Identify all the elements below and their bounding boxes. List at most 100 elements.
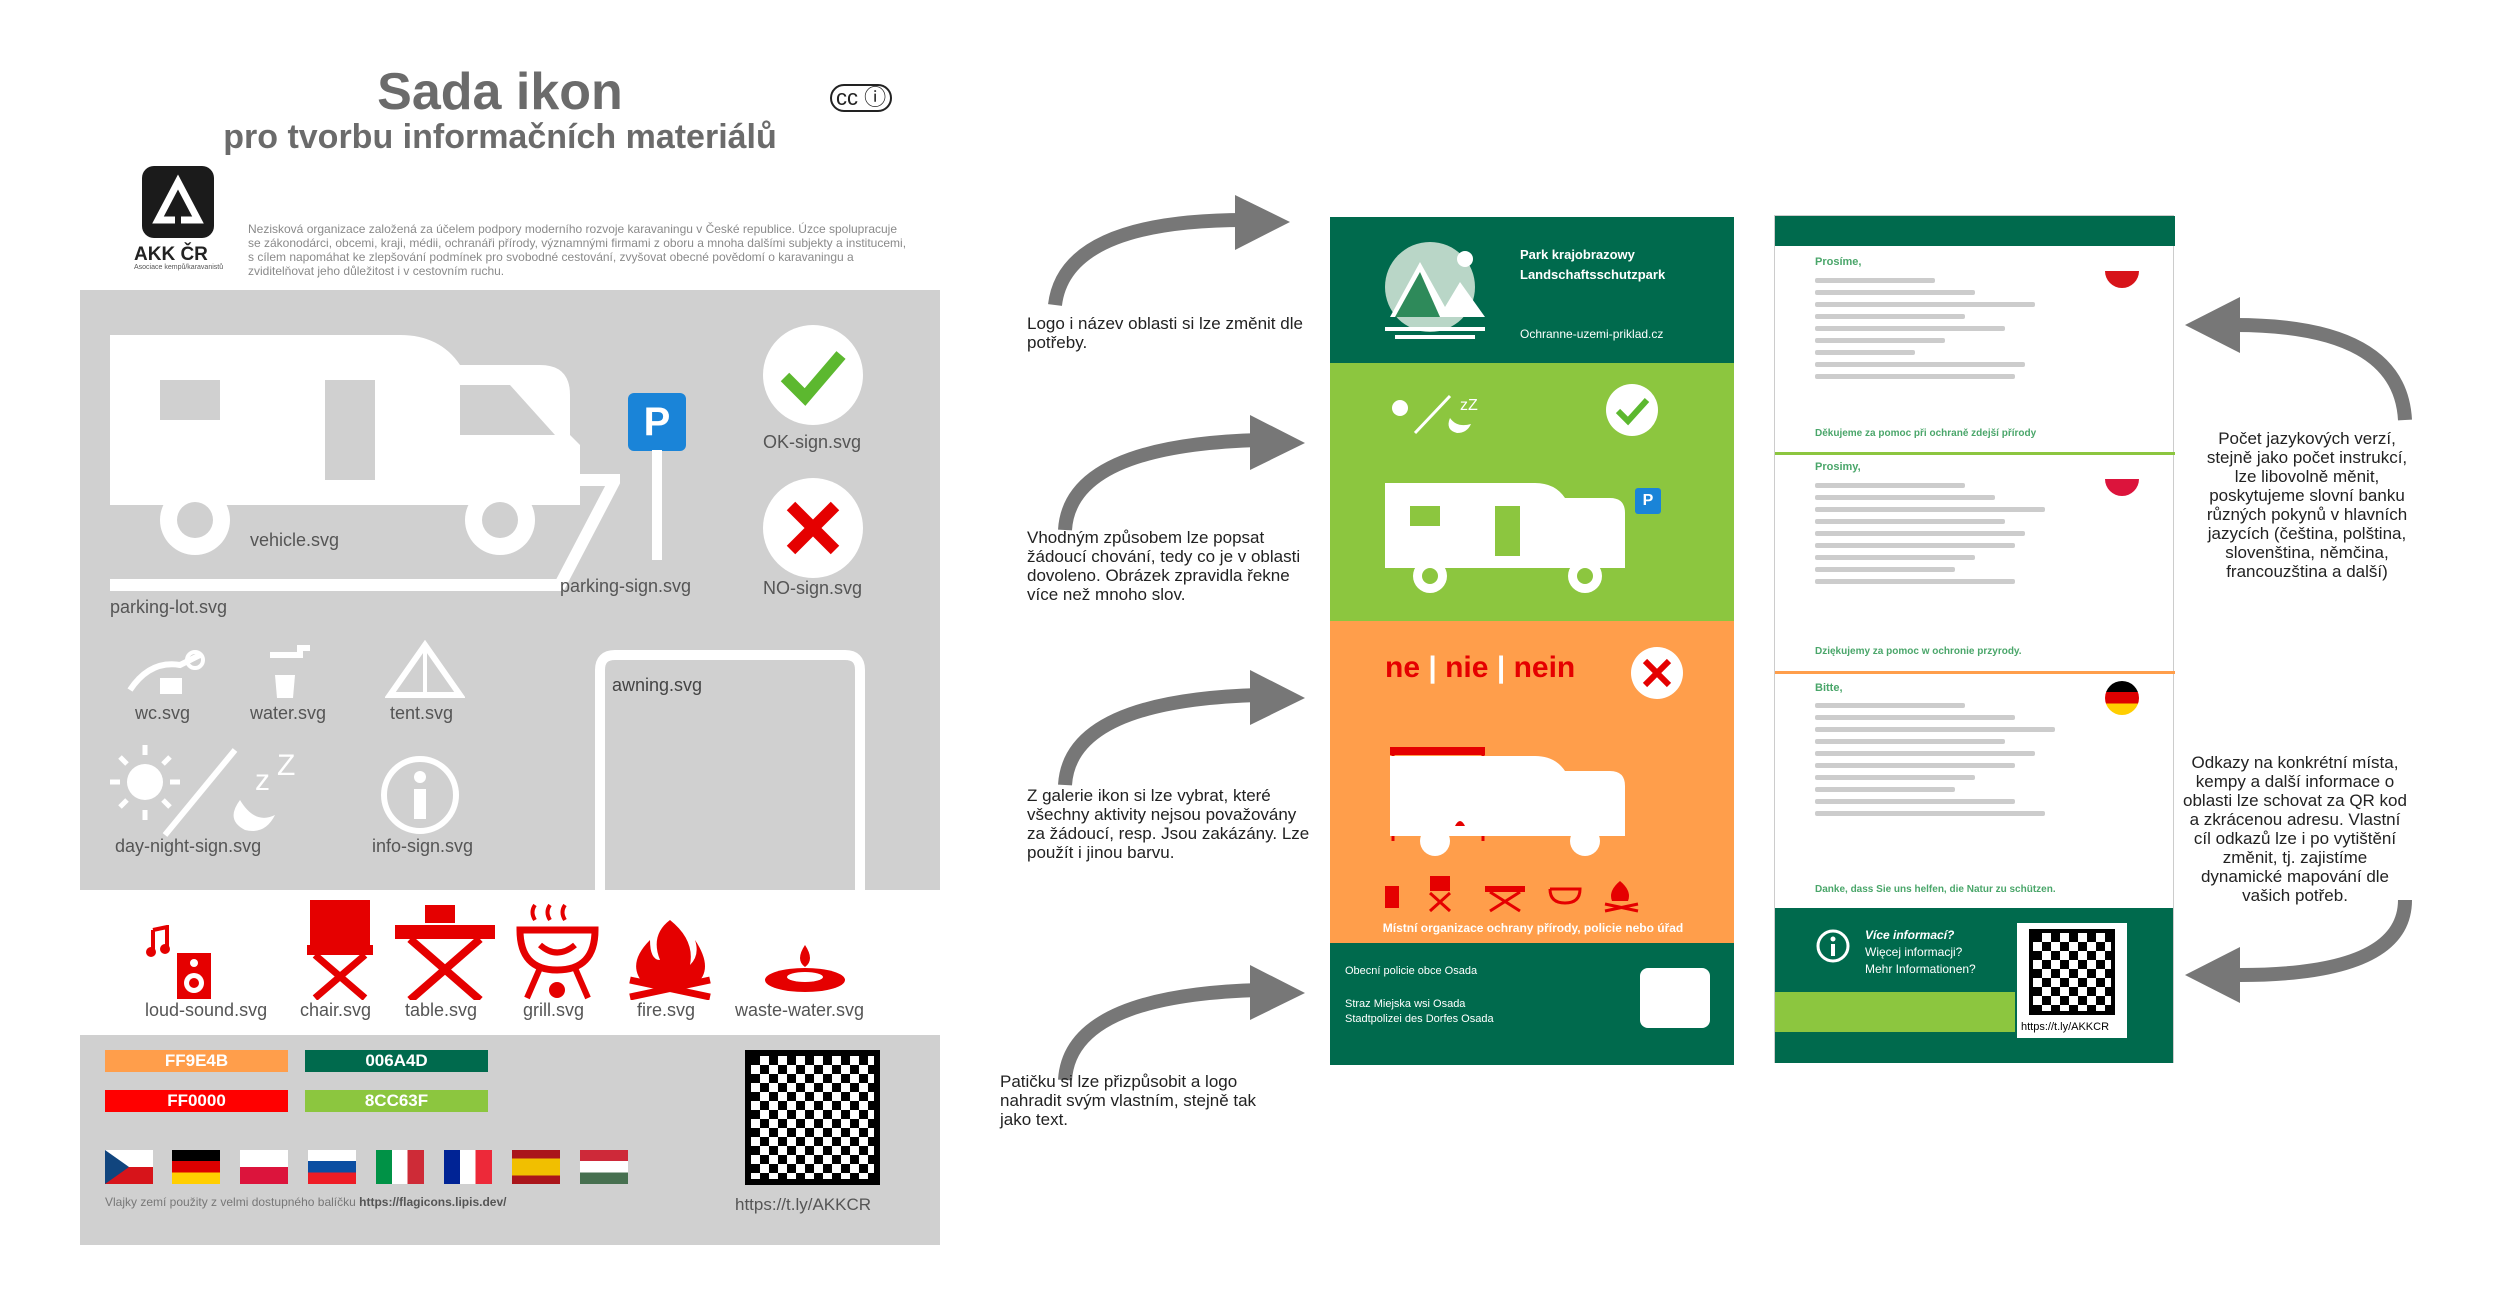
flag-hu	[580, 1150, 628, 1184]
wc-icon	[127, 650, 205, 694]
flag-de	[172, 1150, 220, 1184]
parking-sign-label: parking-sign.svg	[560, 576, 692, 596]
color-swatch-darkgreen: 006A4D	[305, 1050, 488, 1072]
page-subtitle: pro tvorbu informačních materiálů	[223, 118, 777, 156]
awning-label: awning.svg	[612, 675, 703, 695]
flag-pl-small	[2105, 462, 2139, 496]
flag-sk	[308, 1150, 356, 1184]
pl-foot: Dziękujemy za pomoc w ochronie przyrody.	[1815, 646, 2022, 657]
vehicle-small-icon	[1385, 483, 1625, 593]
footer-title: Místní organizace ochrany přírody, polic…	[1382, 921, 1684, 935]
water-label: water.svg	[250, 703, 327, 723]
more-info-l3: Mehr Informationen?	[1865, 962, 1976, 976]
arrow-icon-4	[1058, 965, 1305, 1081]
color-swatch-lime: 8CC63F	[305, 1090, 488, 1112]
loud-sound-icon	[146, 925, 211, 999]
flag-it	[376, 1150, 424, 1184]
pl-lines	[1775, 476, 2075, 584]
cz-foot: Děkujeme za pomoc při ochraně zdejší pří…	[1815, 428, 2037, 439]
svg-text:zZ: zZ	[1460, 397, 1478, 414]
flag-pl	[240, 1150, 288, 1184]
note-forbidden: Z galerie ikon si lze vybrat, které všec…	[1027, 786, 1310, 862]
info-sign-icon	[381, 756, 459, 834]
qr-code	[745, 1050, 880, 1185]
note-logo: Logo i název oblasti si lze změnit dle p…	[1027, 314, 1303, 352]
org-description: Nezisková organizace založená za účelem …	[248, 222, 907, 278]
water-icon	[270, 645, 310, 698]
sign-preview: Park krajobrazowy Landschaftsschutzpark …	[1330, 217, 1734, 1065]
flag-fr	[444, 1150, 492, 1184]
day-night-small-icon: zZ	[1392, 394, 1478, 435]
table-label: table.svg	[405, 1000, 478, 1020]
note-allowed: Vhodným způsobem lze popsat žádoucí chov…	[1027, 528, 1301, 604]
flag-cz	[105, 1150, 153, 1184]
chair-icon	[307, 900, 373, 1000]
waste-water-label: waste-water.svg	[735, 1000, 865, 1020]
park-name: Park krajobrazowy	[1520, 247, 1635, 262]
vehicle-label: vehicle.svg	[250, 530, 340, 550]
parking-small-icon: P	[1635, 488, 1661, 514]
ok-sign-icon	[763, 325, 863, 425]
parking-lot-label: parking-lot.svg	[110, 597, 228, 617]
more-info-l1: Více informací?	[1865, 928, 1955, 942]
org-tagline: Asociace kempů/karavanistů	[134, 264, 224, 271]
sign-header: Park krajobrazowy Landschaftsschutzpark …	[1330, 217, 1734, 363]
cz-lines	[1775, 271, 2075, 379]
de-lines	[1775, 696, 2075, 816]
de-foot: Danke, dass Sie uns helfen, die Natur zu…	[1815, 884, 2056, 895]
footer-line-2: Straz Miejska wsi Osada	[1345, 998, 1466, 1010]
no-text: ne | nie | nein	[1385, 651, 1576, 684]
color-swatch-red: FF0000	[105, 1090, 288, 1112]
more-info-qr	[2017, 923, 2127, 1038]
wc-label: wc.svg	[135, 703, 191, 723]
awning-vehicle-icon	[1390, 747, 1625, 856]
grill-label: grill.svg	[523, 1000, 585, 1020]
language-card: Prosíme, Děkujeme za pomoc při ochraně z…	[1774, 215, 2175, 1063]
no-sign-icon	[763, 478, 863, 578]
arrow-icon-6	[2185, 899, 2412, 1003]
note-footer: Patičku si lze přizpůsobit a logo nahrad…	[1000, 1072, 1257, 1129]
ok-small-icon	[1606, 384, 1658, 436]
more-info-link[interactable]: https://t.ly/AKKCR	[2021, 1021, 2110, 1033]
park-url: Ochranne-uzemi-priklad.cz	[1520, 327, 1664, 341]
vehicle-icon	[110, 335, 580, 555]
hands-logo-icon	[1640, 968, 1710, 1028]
svg-text:z: z	[255, 764, 270, 797]
page-title: Sada ikon	[377, 63, 623, 121]
no-small-icon	[1631, 647, 1683, 699]
more-info-l2: Więcej informacji?	[1865, 945, 1963, 959]
flag-cz-small	[2105, 254, 2139, 288]
note-languages: Počet jazykových verzí, stejně jako poče…	[2206, 429, 2408, 581]
de-head: Bitte,	[1815, 682, 1843, 694]
park-name-2: Landschaftsschutzpark	[1520, 267, 1666, 282]
svg-text:Z: Z	[277, 749, 295, 782]
table-icon	[395, 905, 495, 1000]
tent-icon	[385, 640, 465, 698]
no-sign-label: NO-sign.svg	[763, 578, 863, 598]
flag-de-small	[2105, 681, 2139, 715]
grill-icon	[516, 903, 599, 1000]
flags-link[interactable]: https://flagicons.lipis.dev/	[359, 1195, 507, 1209]
loud-sound-label: loud-sound.svg	[145, 1000, 268, 1020]
parking-sign-icon: P	[628, 393, 686, 451]
waste-water-icon	[765, 945, 845, 992]
footer-line-1: Obecní policie obce Osada	[1345, 965, 1478, 977]
more-info-box: Více informací? Więcej informacji? Mehr …	[1775, 908, 2173, 1063]
park-logo-icon	[1385, 242, 1485, 339]
chair-label: chair.svg	[300, 1000, 372, 1020]
info-sign-label: info-sign.svg	[372, 836, 474, 856]
color-swatch-orange: FF9E4B	[105, 1050, 288, 1072]
sign-forbidden: ne | nie | nein	[1330, 621, 1734, 943]
arrow-icon-1	[1048, 195, 1290, 307]
license-badge: cc ⓘ	[830, 84, 893, 112]
sign-allowed: zZ P	[1330, 363, 1734, 621]
tent-label: tent.svg	[390, 703, 454, 723]
arrow-icon-3	[1058, 670, 1305, 786]
ok-sign-label: OK-sign.svg	[763, 432, 862, 452]
cz-head: Prosíme,	[1815, 256, 1862, 268]
footer-line-3: Stadtpolizei des Dorfes Osada	[1345, 1013, 1494, 1025]
qr-link[interactable]: https://t.ly/AKKCR	[735, 1195, 872, 1214]
day-night-sign-label: day-night-sign.svg	[115, 836, 262, 856]
fire-label: fire.svg	[637, 1000, 696, 1020]
